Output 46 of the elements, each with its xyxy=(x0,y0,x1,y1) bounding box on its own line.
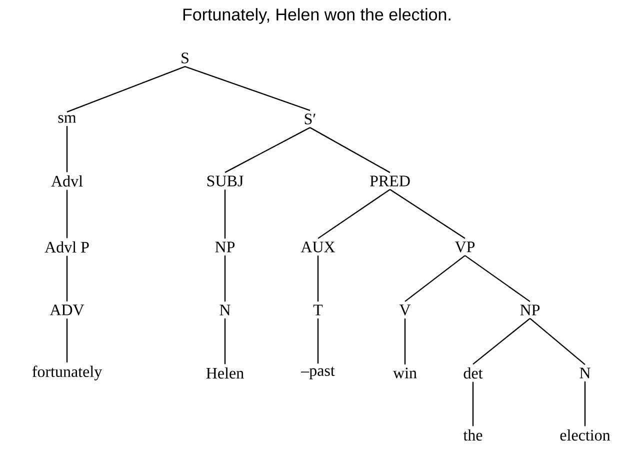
branch-line xyxy=(224,255,226,302)
branch-line xyxy=(404,318,406,364)
branch-line xyxy=(66,126,68,172)
branch-line xyxy=(66,190,68,238)
tree-label: NP xyxy=(520,304,540,316)
title: Fortunately, Helen won the election. xyxy=(183,8,450,24)
branch-line xyxy=(317,318,319,364)
tree-label: sm xyxy=(58,115,76,123)
tree-label: AUX xyxy=(300,242,336,252)
tree-label: Advl xyxy=(51,175,83,187)
tree-label: Helen xyxy=(206,367,244,379)
tree-label: T xyxy=(313,304,323,316)
tree-label: Advl P xyxy=(44,241,89,253)
branch-line xyxy=(224,190,226,239)
branch-line xyxy=(317,256,319,302)
tree-label: N xyxy=(220,304,230,316)
branch-line xyxy=(464,255,530,302)
branch-line xyxy=(472,318,530,365)
branch-line xyxy=(530,318,586,366)
tree-label: PRED xyxy=(370,176,410,186)
tree-label: S xyxy=(182,52,188,64)
tree-label: –past xyxy=(301,366,335,380)
tree-label: det xyxy=(464,367,483,379)
tree-label: N xyxy=(580,368,590,378)
branch-line xyxy=(66,66,186,112)
tree-label: SUBJ xyxy=(207,176,244,186)
branch-line xyxy=(224,127,310,173)
branch-line xyxy=(584,381,586,426)
tree-label: win xyxy=(393,368,417,378)
tree-label: NP xyxy=(215,242,235,252)
branch-line xyxy=(66,256,68,302)
branch-line xyxy=(472,382,474,426)
branch-line xyxy=(66,318,68,362)
tree-label: election xyxy=(560,429,610,441)
tree-label: VP xyxy=(454,242,475,252)
branch-line xyxy=(390,188,466,239)
tree-label: S′ xyxy=(304,114,316,124)
branch-line xyxy=(404,255,466,302)
tree-label: fortunately xyxy=(32,366,102,380)
branch-line xyxy=(310,127,390,174)
tree-label: the xyxy=(463,429,482,441)
tree-label: ADV xyxy=(50,304,84,316)
branch-line xyxy=(318,188,390,239)
branch-line xyxy=(224,318,226,364)
branch-line xyxy=(184,66,310,111)
tree-label: V xyxy=(399,304,411,316)
